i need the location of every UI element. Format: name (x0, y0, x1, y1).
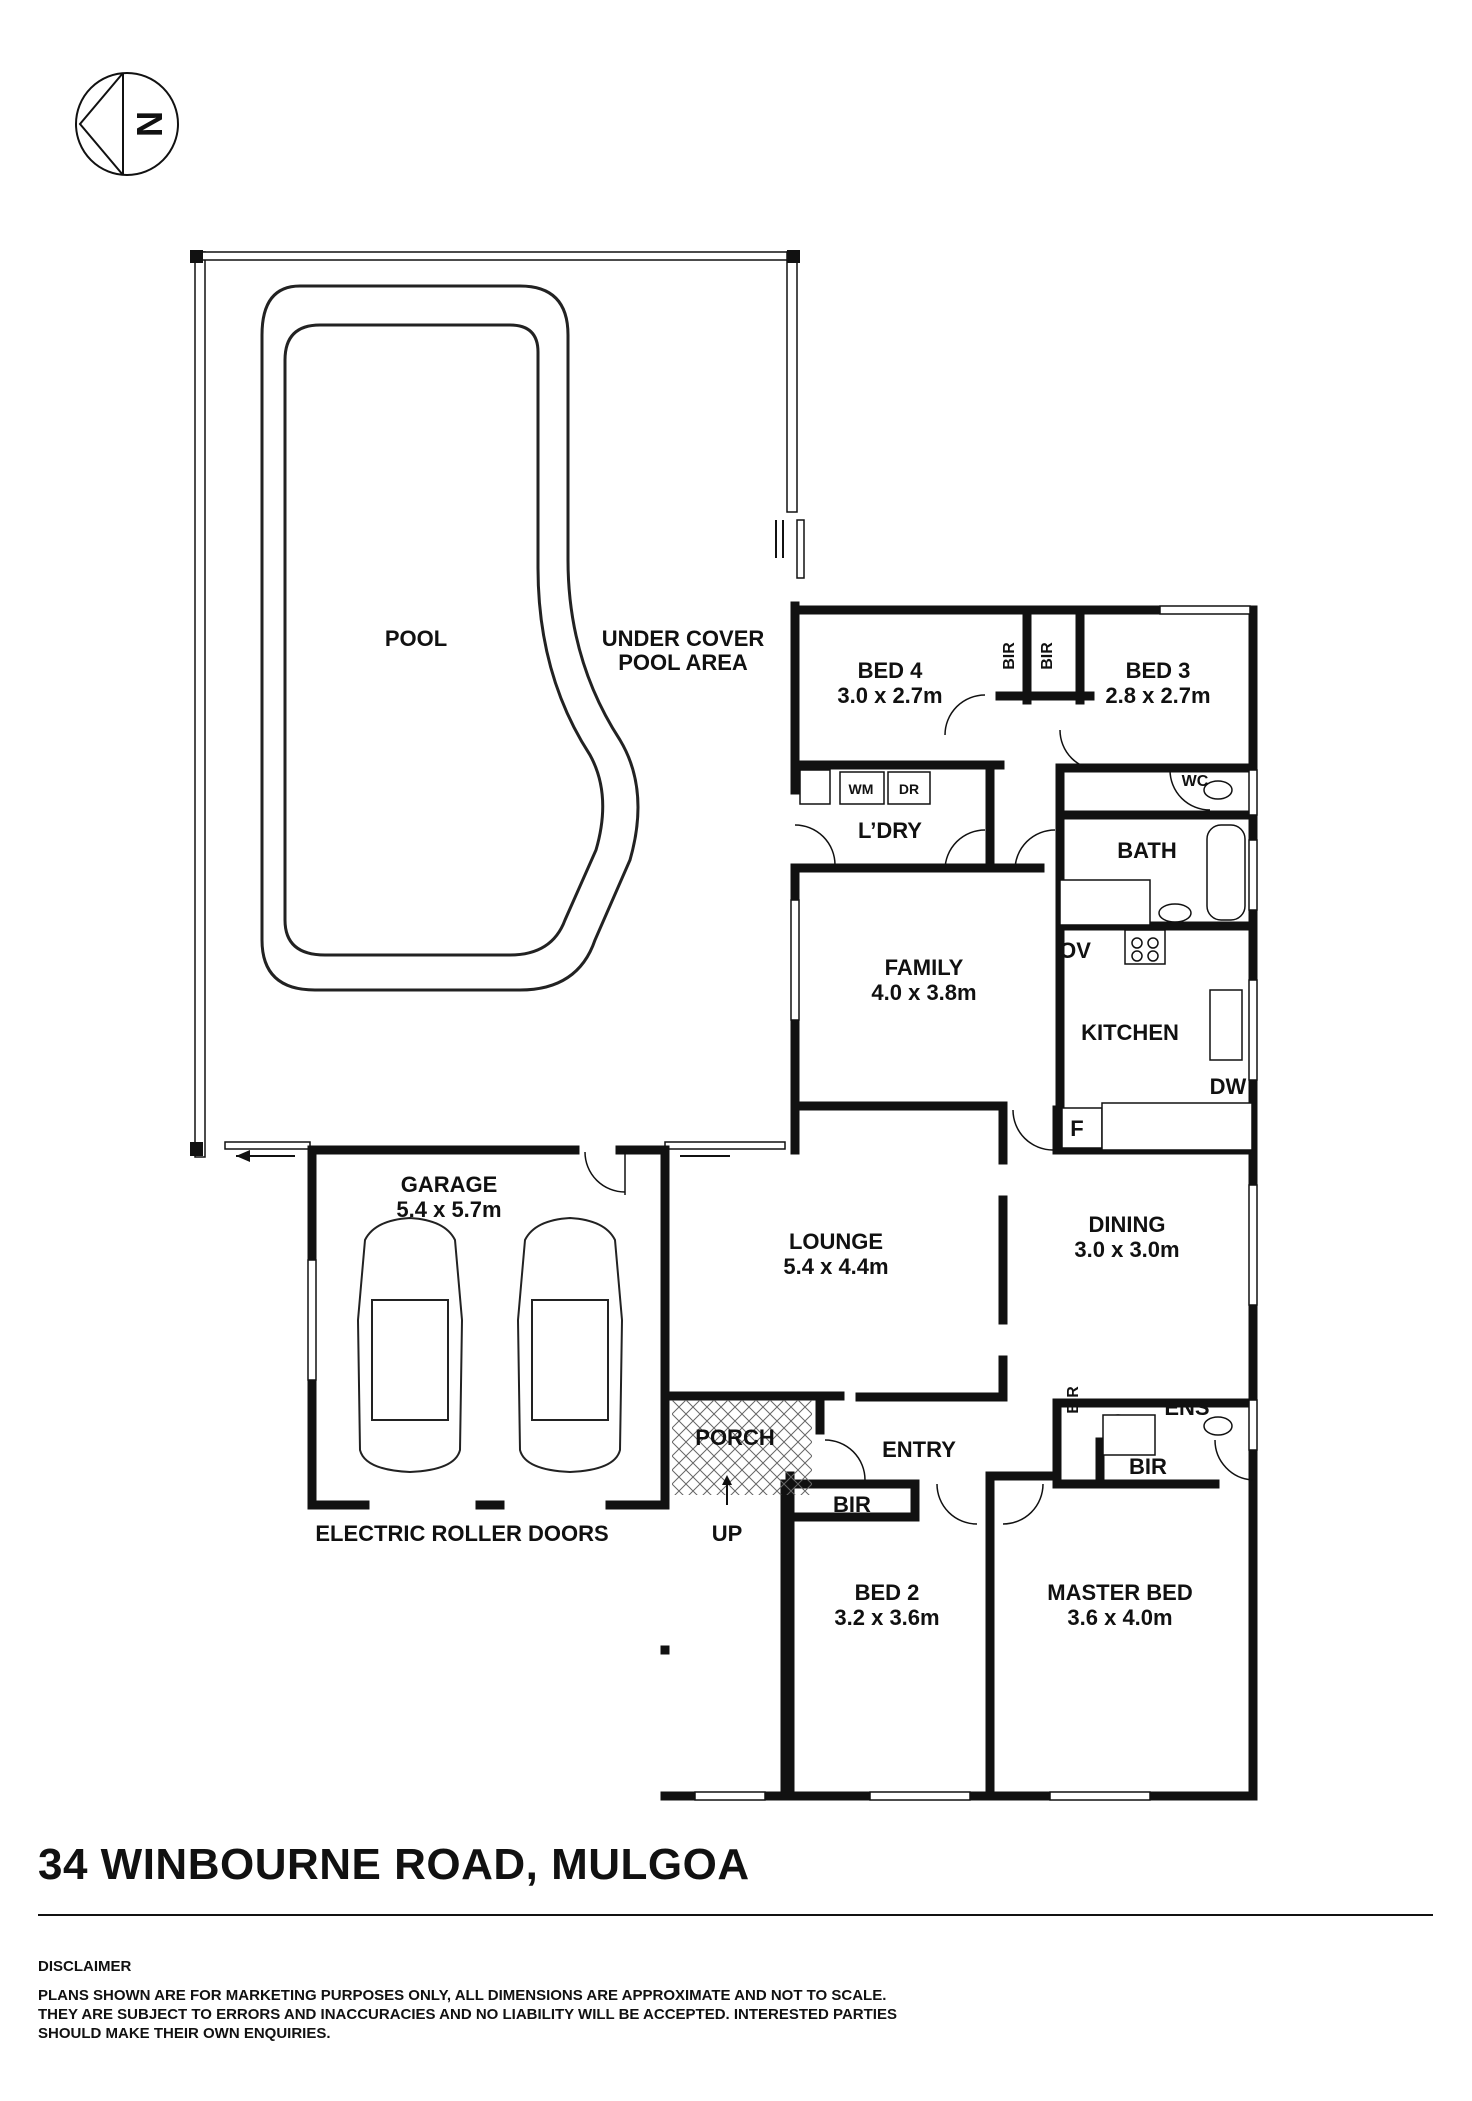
label-wm: WM (849, 781, 874, 797)
label-ens: ENS (1164, 1395, 1209, 1420)
label-under-cover-1: UNDER COVER (602, 626, 765, 651)
porch-tiles (672, 1400, 812, 1495)
label-bir-ens: BIR (1129, 1454, 1167, 1479)
label-master-bed-size: 3.6 x 4.0m (1067, 1605, 1172, 1630)
label-bed-2: BED 2 (855, 1580, 920, 1605)
north-compass-icon: N (75, 72, 179, 176)
label-dr: DR (899, 781, 919, 797)
label-bed-4-size: 3.0 x 2.7m (837, 683, 942, 708)
label-wc: WC (1182, 773, 1209, 790)
label-lounge: LOUNGE (789, 1229, 883, 1254)
label-electric-roller-doors: ELECTRIC ROLLER DOORS (315, 1521, 608, 1546)
up-arrow-icon (722, 1475, 732, 1485)
label-entry: ENTRY (882, 1437, 956, 1462)
label-garage: GARAGE (401, 1172, 498, 1197)
label-kitchen: KITCHEN (1081, 1020, 1179, 1045)
label-bir-bed3: BIR (1039, 642, 1056, 670)
door-swings (584, 694, 1254, 1525)
divider (38, 1914, 1433, 1916)
windows (307, 605, 1258, 1801)
label-family: FAMILY (885, 955, 964, 980)
compass-letter: N (129, 111, 170, 137)
label-bir-bed4: BIR (1001, 642, 1018, 670)
label-up: UP (712, 1521, 743, 1546)
label-bed-3: BED 3 (1126, 658, 1191, 683)
label-garage-size: 5.4 x 5.7m (396, 1197, 501, 1222)
label-family-size: 4.0 x 3.8m (871, 980, 976, 1005)
label-lounge-size: 5.4 x 4.4m (783, 1254, 888, 1279)
pool-area-enclosure (190, 250, 805, 1162)
label-ov: OV (1059, 938, 1091, 963)
disclaimer-title: DISCLAIMER (38, 1958, 132, 1975)
label-dining-size: 3.0 x 3.0m (1074, 1237, 1179, 1262)
fixtures (799, 769, 1253, 1456)
label-bir-bed2: BIR (833, 1492, 871, 1517)
label-bed-3-size: 2.8 x 2.7m (1105, 683, 1210, 708)
car-icons (356, 1216, 624, 1474)
label-master-bed: MASTER BED (1047, 1580, 1192, 1605)
label-bed-4: BED 4 (858, 658, 924, 683)
label-f: F (1070, 1116, 1083, 1141)
label-porch: PORCH (695, 1425, 774, 1450)
label-laundry: L’DRY (858, 818, 922, 843)
label-bed-2-size: 3.2 x 3.6m (834, 1605, 939, 1630)
label-bir-master: BIR (1065, 1386, 1082, 1414)
label-dining: DINING (1089, 1212, 1166, 1237)
label-dw: DW (1210, 1074, 1247, 1099)
label-bath: BATH (1117, 838, 1176, 863)
label-pool: POOL (385, 626, 447, 651)
interior-walls (660, 605, 1258, 1801)
label-under-cover-2: POOL AREA (618, 650, 748, 675)
property-address: 34 WINBOURNE ROAD, MULGOA (38, 1840, 750, 1889)
disclaimer-text: PLANS SHOWN ARE FOR MARKETING PURPOSES O… (38, 1987, 897, 2042)
pool-outline (260, 284, 640, 992)
